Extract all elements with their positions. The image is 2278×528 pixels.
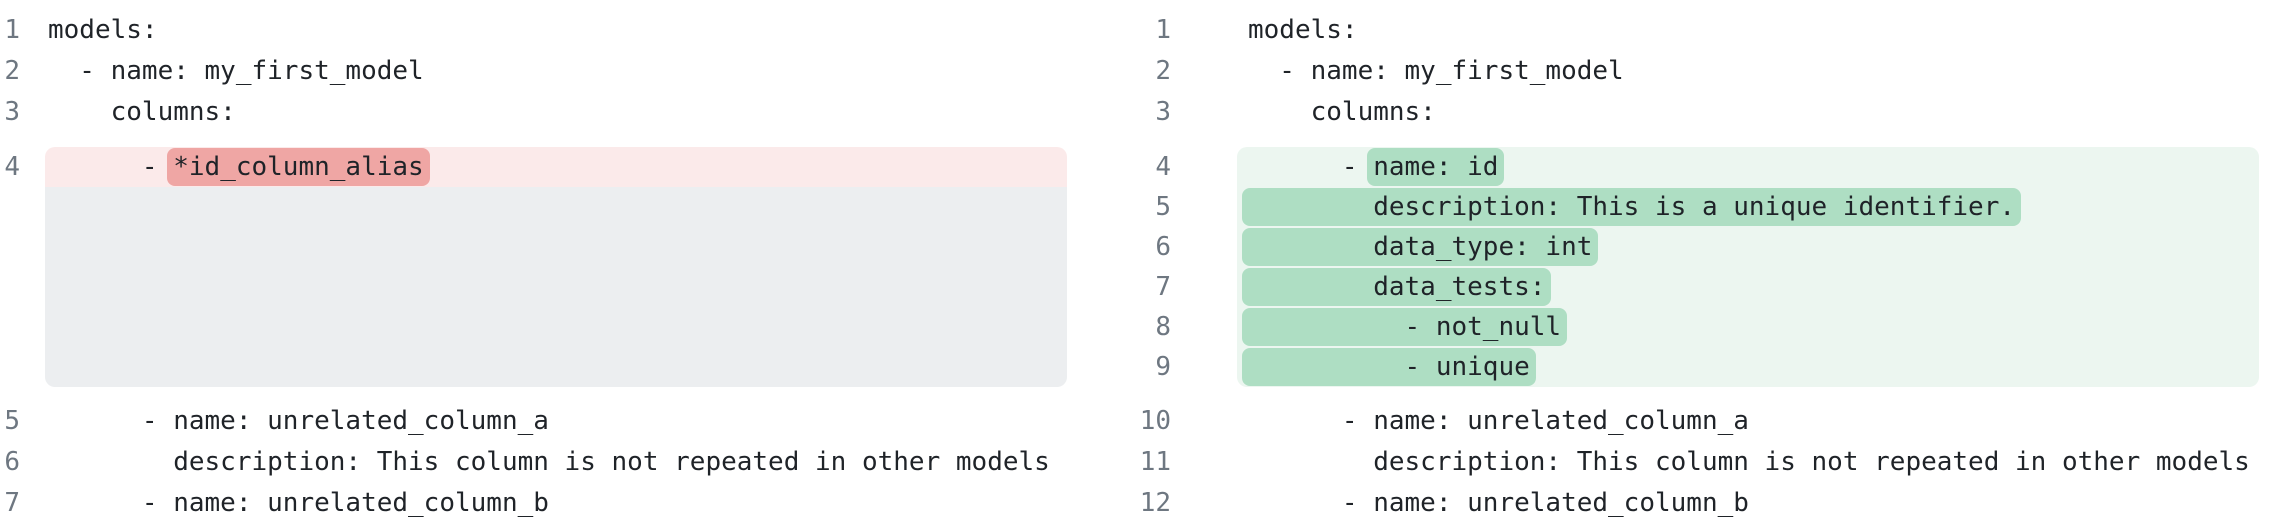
code-text: description: This column is not repeated… (1248, 447, 2250, 477)
line-number: 1 (1155, 15, 1171, 45)
code-text: description: This column is not repeated… (48, 447, 1050, 477)
added-line: 8 - not_null (1139, 307, 2278, 347)
line-number: 10 (1139, 406, 1171, 436)
line-number: 4 (1155, 152, 1171, 182)
code-line: 12 - name: unrelated_column_b (1139, 483, 2278, 524)
code-line: 1 models: (1139, 10, 2278, 51)
code-line: 3 columns: (0, 92, 1139, 133)
code-text: columns: (1248, 97, 1436, 127)
added-highlight: data_type: int (1242, 228, 1599, 266)
code-text: models: (1248, 15, 1358, 45)
added-highlight: data_tests: (1242, 268, 1552, 306)
code-line: 3 columns: (1139, 92, 2278, 133)
line-number: 3 (1155, 97, 1171, 127)
added-line: 6 data_type: int (1139, 227, 2278, 267)
code-line: 11 description: This column is not repea… (1139, 442, 2278, 483)
line-number: 6 (4, 447, 20, 477)
code-text: - name: id (1237, 147, 2259, 187)
code-line: 6 description: This column is not repeat… (0, 442, 1139, 483)
removed-line: 4 - *id_column_alias (0, 147, 1139, 187)
code-text: - name: unrelated_column_b (1248, 488, 1749, 518)
code-line: 10 - name: unrelated_column_a (1139, 401, 2278, 442)
line-number: 3 (4, 97, 20, 127)
code-text: columns: (48, 97, 236, 127)
line-number: 1 (4, 15, 20, 45)
code-line: 7 - name: unrelated_column_b (0, 483, 1139, 524)
code-line: 1 models: (0, 10, 1139, 51)
line-number: 5 (4, 406, 20, 436)
code-text: - name: unrelated_column_b (48, 488, 549, 518)
code-text: - name: my_first_model (1248, 56, 1624, 86)
code-text: - name: my_first_model (48, 56, 424, 86)
code-line: 2 - name: my_first_model (0, 51, 1139, 92)
line-number: 2 (4, 56, 20, 86)
code-text (45, 187, 1067, 387)
line-number: 12 (1139, 488, 1171, 518)
code-text: - name: unrelated_column_a (48, 406, 549, 436)
code-line: 2 - name: my_first_model (1139, 51, 2278, 92)
collapsed-placeholder (0, 187, 1139, 387)
code-text: description: This is a unique identifier… (1237, 187, 2259, 227)
code-text: models: (48, 15, 158, 45)
removed-highlight: *id_column_alias (167, 148, 430, 186)
added-highlight: name: id (1367, 148, 1505, 186)
added-highlight: - not_null (1242, 308, 1568, 346)
line-number: 5 (1155, 192, 1171, 222)
line-number: 7 (1155, 272, 1171, 302)
code-text: data_type: int (1237, 227, 2259, 267)
code-line: 5 - name: unrelated_column_a (0, 401, 1139, 442)
line-number: 7 (4, 488, 20, 518)
code-text: - name: unrelated_column_a (1248, 406, 1749, 436)
line-number: 4 (4, 152, 20, 182)
code-text: - unique (1237, 347, 2259, 387)
added-line: 9 - unique (1139, 347, 2278, 387)
code-text: data_tests: (1237, 267, 2259, 307)
added-line: 7 data_tests: (1139, 267, 2278, 307)
code-text: - *id_column_alias (45, 147, 1067, 187)
added-line: 4 - name: id (1139, 147, 2278, 187)
line-number: 11 (1139, 447, 1171, 477)
code-text: - not_null (1237, 307, 2259, 347)
line-number (0, 187, 26, 387)
added-highlight: - unique (1242, 348, 1536, 386)
line-number: 6 (1155, 232, 1171, 262)
added-highlight: description: This is a unique identifier… (1242, 188, 2022, 226)
line-number: 2 (1155, 56, 1171, 86)
line-number: 9 (1155, 352, 1171, 382)
line-number: 8 (1155, 312, 1171, 342)
added-line: 5 description: This is a unique identifi… (1139, 187, 2278, 227)
